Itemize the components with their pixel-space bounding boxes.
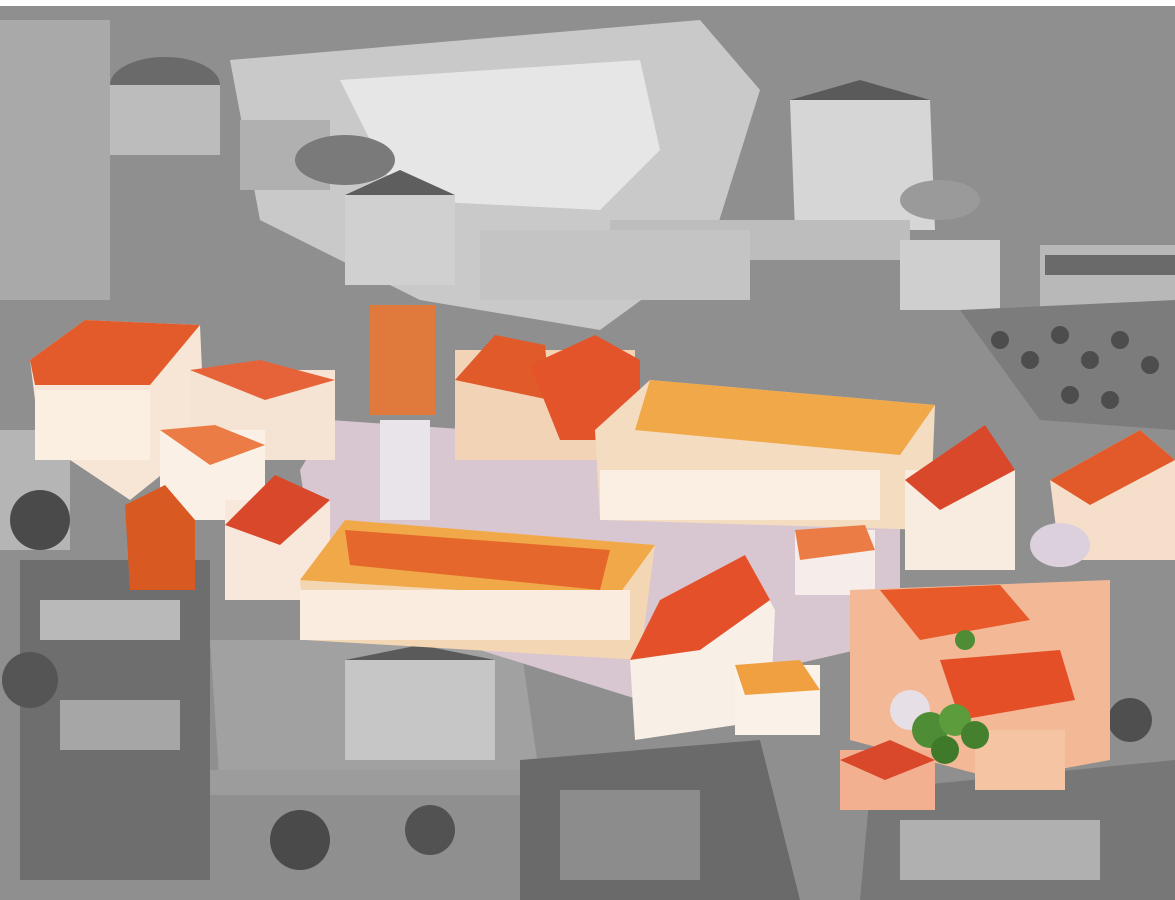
garden-trees [912, 630, 989, 764]
left-gray-district [0, 20, 210, 880]
lower-gray-district [210, 640, 1175, 900]
upper-fora-complex [110, 20, 1175, 345]
gray-garden [960, 300, 1175, 430]
colored-buildings [30, 305, 1175, 810]
white-frame-top [0, 0, 1175, 6]
